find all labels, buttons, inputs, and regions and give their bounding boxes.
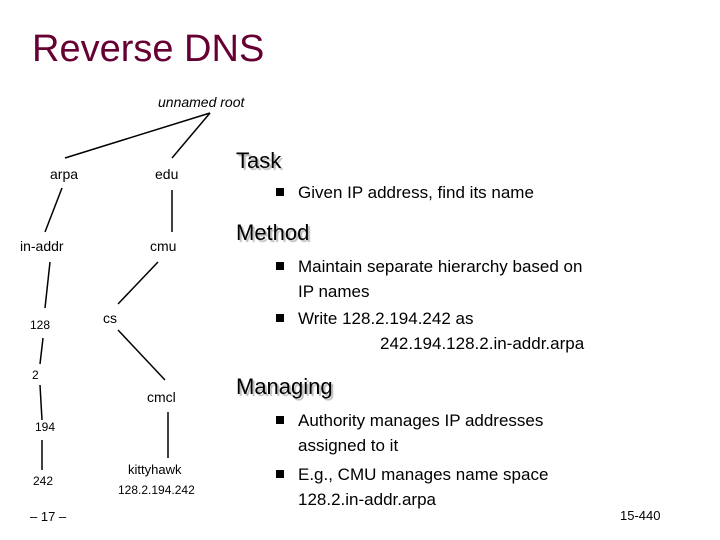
tree-node-edu: edu: [155, 166, 179, 182]
bullet-square-icon: [276, 314, 284, 322]
edge-128-2: [39, 337, 44, 365]
tree-node-arpa: arpa: [50, 166, 79, 182]
bullet-square-icon: [276, 262, 284, 270]
managing-bullet-1-line1: Authority manages IP addresses: [298, 411, 544, 430]
method-bullet-2: Write 128.2.194.242 as 242.194.128.2.in-…: [276, 306, 585, 356]
method-bullet-2-line2: 242.194.128.2.in-addr.arpa: [380, 334, 585, 353]
bullet-square-icon: [276, 470, 284, 478]
task-bullet-1: Given IP address, find its name: [276, 180, 534, 205]
tree-node-cmu: cmu: [150, 238, 177, 254]
tree-node-kittyhawk-ip: 128.2.194.242: [118, 483, 195, 497]
tree-node-kittyhawk: kittyhawk: [128, 462, 182, 477]
footer-course: 15-440: [620, 508, 661, 523]
method-bullet-1-line2: IP names: [298, 282, 370, 301]
tree-node-242: 242: [33, 474, 54, 488]
section-managing-heading: Managing: [236, 374, 333, 399]
slide-title: Reverse DNS: [32, 28, 265, 70]
tree-root: unnamed root: [158, 94, 245, 110]
managing-bullet-2-line2: 128.2.in-addr.arpa: [298, 490, 436, 509]
tree-node-128: 128: [30, 318, 51, 332]
section-method-heading: Method: [236, 220, 310, 245]
task-bullet-1-text: Given IP address, find its name: [298, 183, 534, 202]
managing-bullet-1-line2: assigned to it: [298, 436, 399, 455]
tree-node-2: 2: [32, 368, 39, 382]
method-bullet-1-line1: Maintain separate hierarchy based on: [298, 257, 583, 276]
bullet-square-icon: [276, 416, 284, 424]
edge-inaddr-128: [44, 261, 51, 309]
edge-2-194: [39, 384, 43, 421]
edge-root-right: [171, 112, 211, 159]
method-bullet-2-line1: Write 128.2.194.242 as: [298, 309, 474, 328]
footer-page-number: – 17 –: [30, 509, 67, 524]
section-task-heading: Task: [236, 148, 282, 173]
tree-node-cs: cs: [103, 310, 117, 326]
tree-node-cmcl: cmcl: [147, 389, 176, 405]
managing-bullet-2-line1: E.g., CMU manages name space: [298, 465, 549, 484]
edge-cmu-cs: [117, 261, 159, 305]
bullet-square-icon: [276, 188, 284, 196]
tree-node-in-addr: in-addr: [20, 238, 64, 254]
managing-bullet-2: E.g., CMU manages name space 128.2.in-ad…: [276, 462, 549, 512]
tree-node-194: 194: [35, 420, 56, 434]
edge-cs-cmcl: [117, 329, 166, 381]
method-bullet-1: Maintain separate hierarchy based on IP …: [276, 254, 583, 304]
managing-bullet-1: Authority manages IP addresses assigned …: [276, 408, 544, 458]
edge-arpa-inaddr: [44, 187, 63, 233]
edge-root-left: [64, 112, 211, 159]
